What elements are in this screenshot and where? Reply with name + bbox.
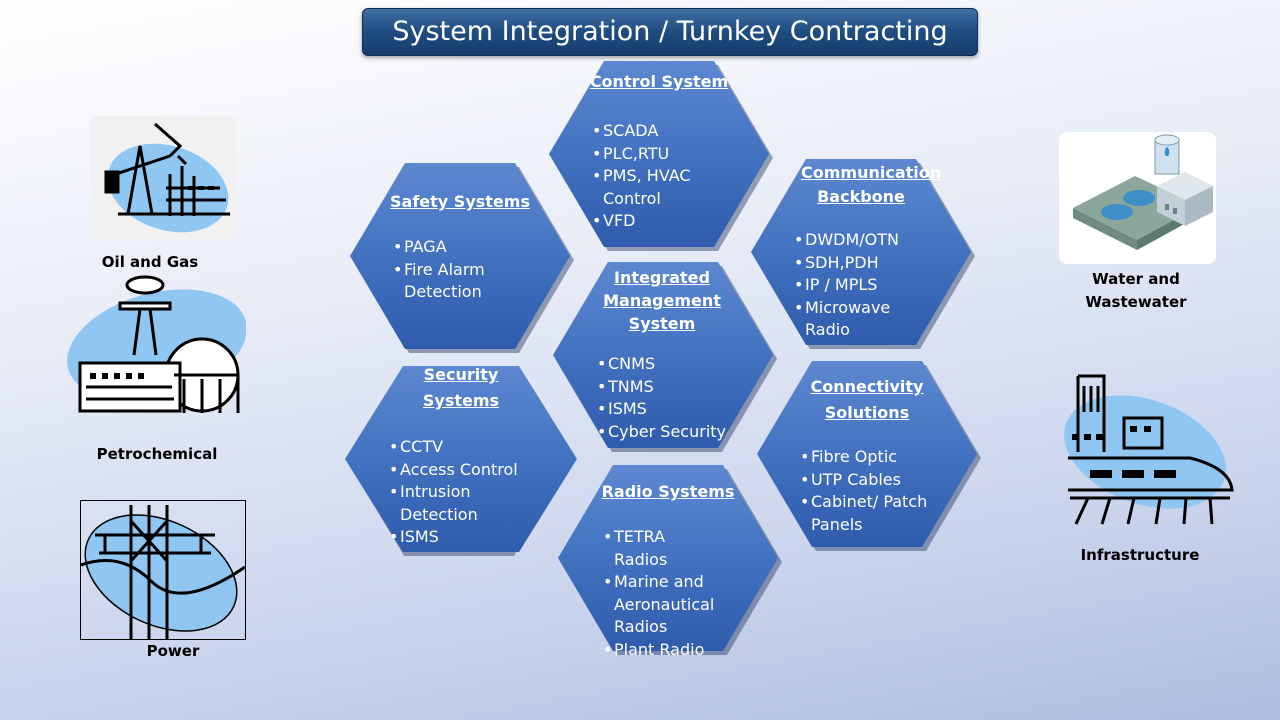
list-item: UTP Cables	[800, 469, 930, 492]
list-item: SDH,PDH	[794, 252, 914, 275]
list-item: CNMS	[597, 353, 727, 376]
industry-label-petrochemical: Petrochemical	[96, 445, 218, 463]
list-item: Microwave Radio	[794, 297, 914, 342]
industry-label-water: Water and Wastewater	[1085, 270, 1187, 311]
hexagon-safety-systems-content: Safety Systems PAGA Fire Alarm Detection	[360, 190, 560, 304]
list-item: ISMS	[389, 526, 519, 549]
industry-label-power: Power	[146, 642, 200, 660]
bullet-list: Fibre Optic UTP Cables Cabinet/ Patch Pa…	[800, 446, 930, 536]
hexagon-title: Safety Systems	[390, 192, 530, 211]
hexagon-title: Radio Systems	[601, 482, 735, 501]
refinery-tank-icon	[62, 275, 247, 415]
list-item: Marine and Aeronautical Radios	[603, 571, 723, 639]
bullet-list: PAGA Fire Alarm Detection	[393, 236, 513, 304]
list-item: Cyber Security	[597, 421, 727, 444]
list-item: ISMS	[597, 398, 727, 421]
train-city-icon	[1060, 372, 1236, 528]
hexagon-communication-backbone-content: Communication Backbone DWDM/OTN SDH,PDH …	[760, 161, 962, 342]
bullet-list: CCTV Access Control Intrusion Detection …	[389, 436, 519, 549]
list-item: SCADA	[592, 120, 722, 143]
list-item: PMS, HVAC Control	[592, 165, 722, 210]
hexagon-title: Control System	[589, 72, 729, 91]
bullet-list: DWDM/OTN SDH,PDH IP / MPLS Microwave Rad…	[794, 229, 914, 342]
hexagon-connectivity-solutions-content: Connectivity Solutions Fibre Optic UTP C…	[767, 374, 967, 536]
hexagon-title: Communication Backbone	[801, 163, 942, 206]
bullet-list: CNMS TNMS ISMS Cyber Security	[597, 353, 727, 443]
list-item: VFD	[592, 210, 722, 233]
hexagon-title: Connectivity Solutions	[810, 377, 924, 422]
hexagon-radio-systems-content: Radio Systems TETRA Radios Marine and Ae…	[568, 480, 768, 661]
industry-label-infrastructure: Infrastructure	[1080, 546, 1200, 564]
list-item: IP / MPLS	[794, 274, 914, 297]
list-item: PLC,RTU	[592, 143, 722, 166]
hexagon-title: Integrated Management System	[603, 268, 721, 333]
list-item: Plant Radio	[603, 639, 723, 662]
bullet-list: SCADA PLC,RTU PMS, HVAC Control VFD	[592, 120, 722, 233]
bullet-list: TETRA Radios Marine and Aeronautical Rad…	[603, 526, 723, 661]
list-item: DWDM/OTN	[794, 229, 914, 252]
water-treatment-plant-icon	[1059, 132, 1216, 264]
list-item: TETRA Radios	[603, 526, 723, 571]
page-title: System Integration / Turnkey Contracting	[362, 8, 978, 56]
list-item: Fibre Optic	[800, 446, 930, 469]
list-item: CCTV	[389, 436, 519, 459]
list-item: Cabinet/ Patch Panels	[800, 491, 930, 536]
list-item: Fire Alarm Detection	[393, 259, 513, 304]
list-item: TNMS	[597, 376, 727, 399]
oil-pump-icon	[90, 116, 236, 240]
hexagon-integrated-management-content: Integrated Management System CNMS TNMS I…	[562, 266, 762, 443]
list-item: Access Control	[389, 459, 519, 482]
list-item: PAGA	[393, 236, 513, 259]
hexagon-title: Security Systems	[422, 365, 500, 410]
industry-label-oil-gas: Oil and Gas	[101, 253, 199, 271]
hexagon-security-systems-content: Security Systems CCTV Access Control Int…	[356, 362, 566, 549]
hexagon-control-system-content: Control System SCADA PLC,RTU PMS, HVAC C…	[560, 70, 758, 233]
transmission-tower-icon	[80, 500, 246, 640]
list-item: Intrusion Detection	[389, 481, 519, 526]
